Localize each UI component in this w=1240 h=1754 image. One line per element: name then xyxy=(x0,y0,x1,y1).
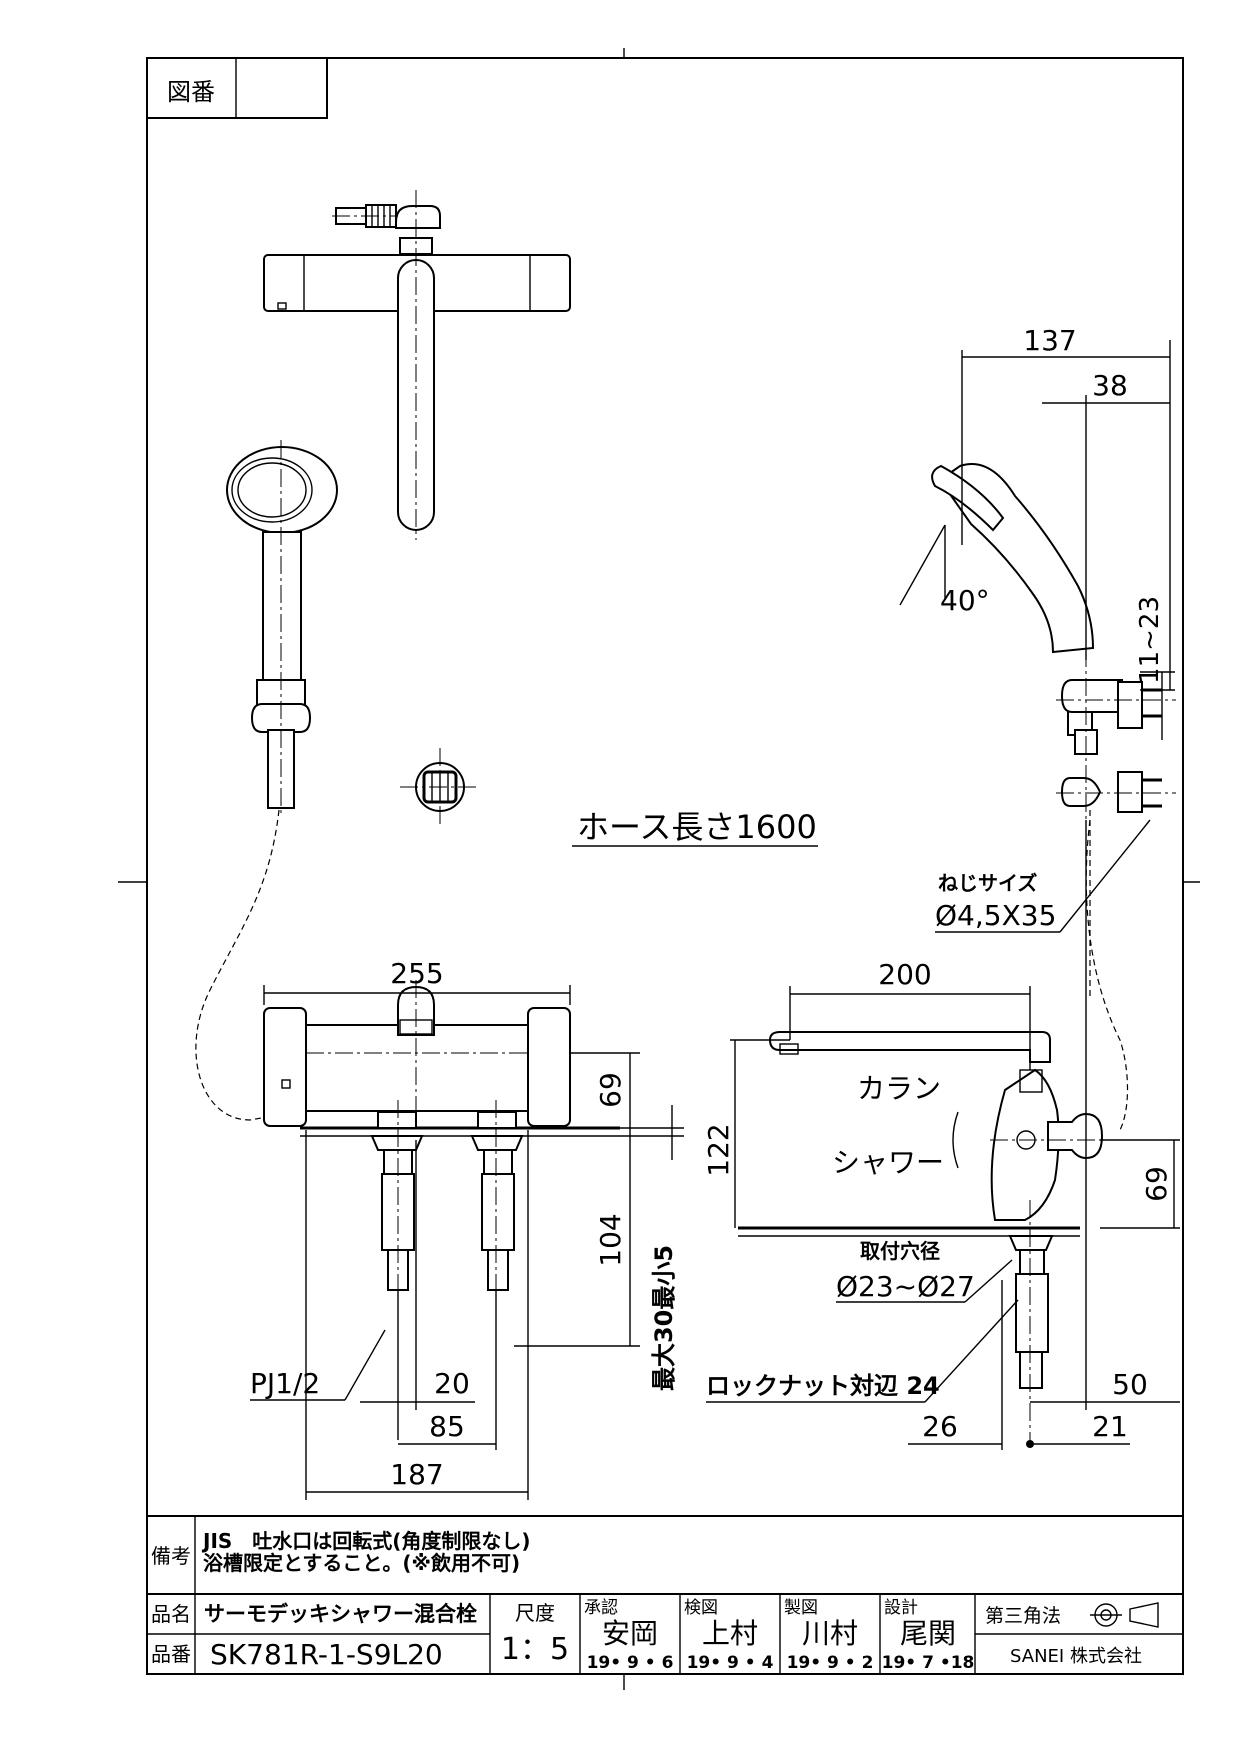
svg-text:26: 26 xyxy=(922,1410,958,1443)
svg-text:187: 187 xyxy=(390,1458,443,1491)
dim-69-front: 69 xyxy=(570,1052,640,1128)
dim-pj: PJ1/2 xyxy=(250,1329,386,1401)
remarks-line2: 浴槽限定とすること。(※飲用不可) xyxy=(203,1551,520,1575)
svg-text:38: 38 xyxy=(1092,369,1128,402)
svg-text:ロックナット対辺 24: ロックナット対辺 24 xyxy=(706,1372,940,1400)
remarks-label: 備考 xyxy=(151,1544,191,1568)
approval-name: 安岡 xyxy=(602,1617,658,1650)
design-name: 尾関 xyxy=(900,1617,956,1650)
svg-text:20: 20 xyxy=(434,1367,470,1400)
dim-max-thickness: 最大30最小5 xyxy=(620,1105,684,1391)
dim-20: 20 xyxy=(360,1140,475,1440)
svg-text:69: 69 xyxy=(594,1072,627,1108)
wall-hook-front xyxy=(400,748,480,826)
svg-text:19• 7 •18: 19• 7 •18 xyxy=(882,1653,975,1673)
dim-26: 26 xyxy=(908,1280,1003,1450)
dim-187: 187 xyxy=(305,1130,529,1500)
dim-122: 122 xyxy=(702,1039,790,1228)
third-angle-projection-icon xyxy=(1090,1602,1159,1628)
top-view xyxy=(263,190,571,540)
svg-text:69: 69 xyxy=(1140,1166,1173,1202)
svg-text:11~23: 11~23 xyxy=(1135,596,1165,684)
svg-text:19• 9 • 2: 19• 9 • 2 xyxy=(787,1653,874,1673)
svg-text:PJ1/2: PJ1/2 xyxy=(250,1367,320,1400)
svg-text:104: 104 xyxy=(594,1213,627,1266)
dim-104: 104 xyxy=(514,1128,640,1347)
svg-text:ねじサイズ: ねじサイズ xyxy=(938,871,1037,895)
svg-text:カラン: カラン xyxy=(857,1072,941,1105)
angle-40: 40° xyxy=(899,524,990,617)
svg-text:Ø4,5X35: Ø4,5X35 xyxy=(935,899,1056,932)
check-name: 上村 xyxy=(702,1617,758,1650)
mount-hole-annotation: 取付穴径 Ø23~Ø27 xyxy=(836,1239,1013,1303)
scale-label: 尺度 xyxy=(515,1601,555,1625)
svg-text:製図: 製図 xyxy=(784,1598,818,1618)
screw-size-annotation: ねじサイズ Ø4,5X35 xyxy=(935,819,1151,933)
svg-text:19• 9 • 6: 19• 9 • 6 xyxy=(587,1653,674,1673)
dim-38: 38 xyxy=(1042,369,1170,660)
front-view xyxy=(263,980,620,1300)
dim-85: 85 xyxy=(398,1290,497,1450)
projection-label: 第三角法 xyxy=(985,1605,1061,1627)
svg-text:255: 255 xyxy=(390,957,443,990)
svg-text:200: 200 xyxy=(878,958,931,991)
scale-value: 1：5 xyxy=(501,1632,569,1667)
drawing-number-box: 図番 xyxy=(146,57,328,119)
drawing-number-label: 図番 xyxy=(167,78,215,106)
dim-21: 21 xyxy=(1026,1410,1130,1448)
svg-text:40°: 40° xyxy=(940,584,990,617)
svg-text:シャワー: シャワー xyxy=(832,1146,944,1179)
product-no-label: 品番 xyxy=(151,1642,191,1666)
svg-text:137: 137 xyxy=(1023,324,1076,357)
product-name-label: 品名 xyxy=(151,1602,191,1626)
shower-head-side xyxy=(931,463,1176,1131)
dim-255: 255 xyxy=(263,957,571,1005)
shower-head-front xyxy=(195,440,338,1121)
title-block: 備考 JIS 吐水口は回転式(角度制限なし) 浴槽限定とすること。(※飲用不可)… xyxy=(147,1515,1183,1674)
svg-text:取付穴径: 取付穴径 xyxy=(860,1239,940,1263)
dim-50: 50 xyxy=(1030,820,1180,1410)
remarks-line1: JIS 吐水口は回転式(角度制限なし) xyxy=(201,1529,531,1553)
draft-name: 川村 xyxy=(802,1617,858,1650)
dim-137: 137 xyxy=(961,324,1171,690)
svg-text:最大30最小5: 最大30最小5 xyxy=(650,1245,678,1391)
drawing-border xyxy=(146,57,1184,1675)
hose-length-label: ホース長さ1600 xyxy=(577,808,817,846)
svg-text:Ø23~Ø27: Ø23~Ø27 xyxy=(836,1270,975,1303)
side-view: カラン シャワー xyxy=(738,1031,1180,1440)
locknut-annotation: ロックナット対辺 24 xyxy=(706,1299,1019,1403)
product-no: SK781R-1-S9L20 xyxy=(210,1638,443,1671)
svg-text:50: 50 xyxy=(1112,1368,1148,1401)
svg-text:検図: 検図 xyxy=(684,1598,718,1618)
dim-200: 200 xyxy=(789,958,1031,1070)
product-name: サーモデッキシャワー混合栓 xyxy=(204,1602,477,1626)
svg-text:設計: 設計 xyxy=(884,1598,918,1618)
svg-text:122: 122 xyxy=(702,1123,735,1176)
dim-69-side: 69 xyxy=(1100,1139,1180,1229)
svg-text:19• 9 • 4: 19• 9 • 4 xyxy=(687,1653,774,1673)
svg-text:承認: 承認 xyxy=(584,1598,618,1618)
company-name: SANEI 株式会社 xyxy=(1010,1646,1142,1667)
svg-text:21: 21 xyxy=(1092,1410,1128,1443)
svg-text:85: 85 xyxy=(429,1410,465,1443)
dim-11-23: 11~23 xyxy=(1135,596,1175,740)
